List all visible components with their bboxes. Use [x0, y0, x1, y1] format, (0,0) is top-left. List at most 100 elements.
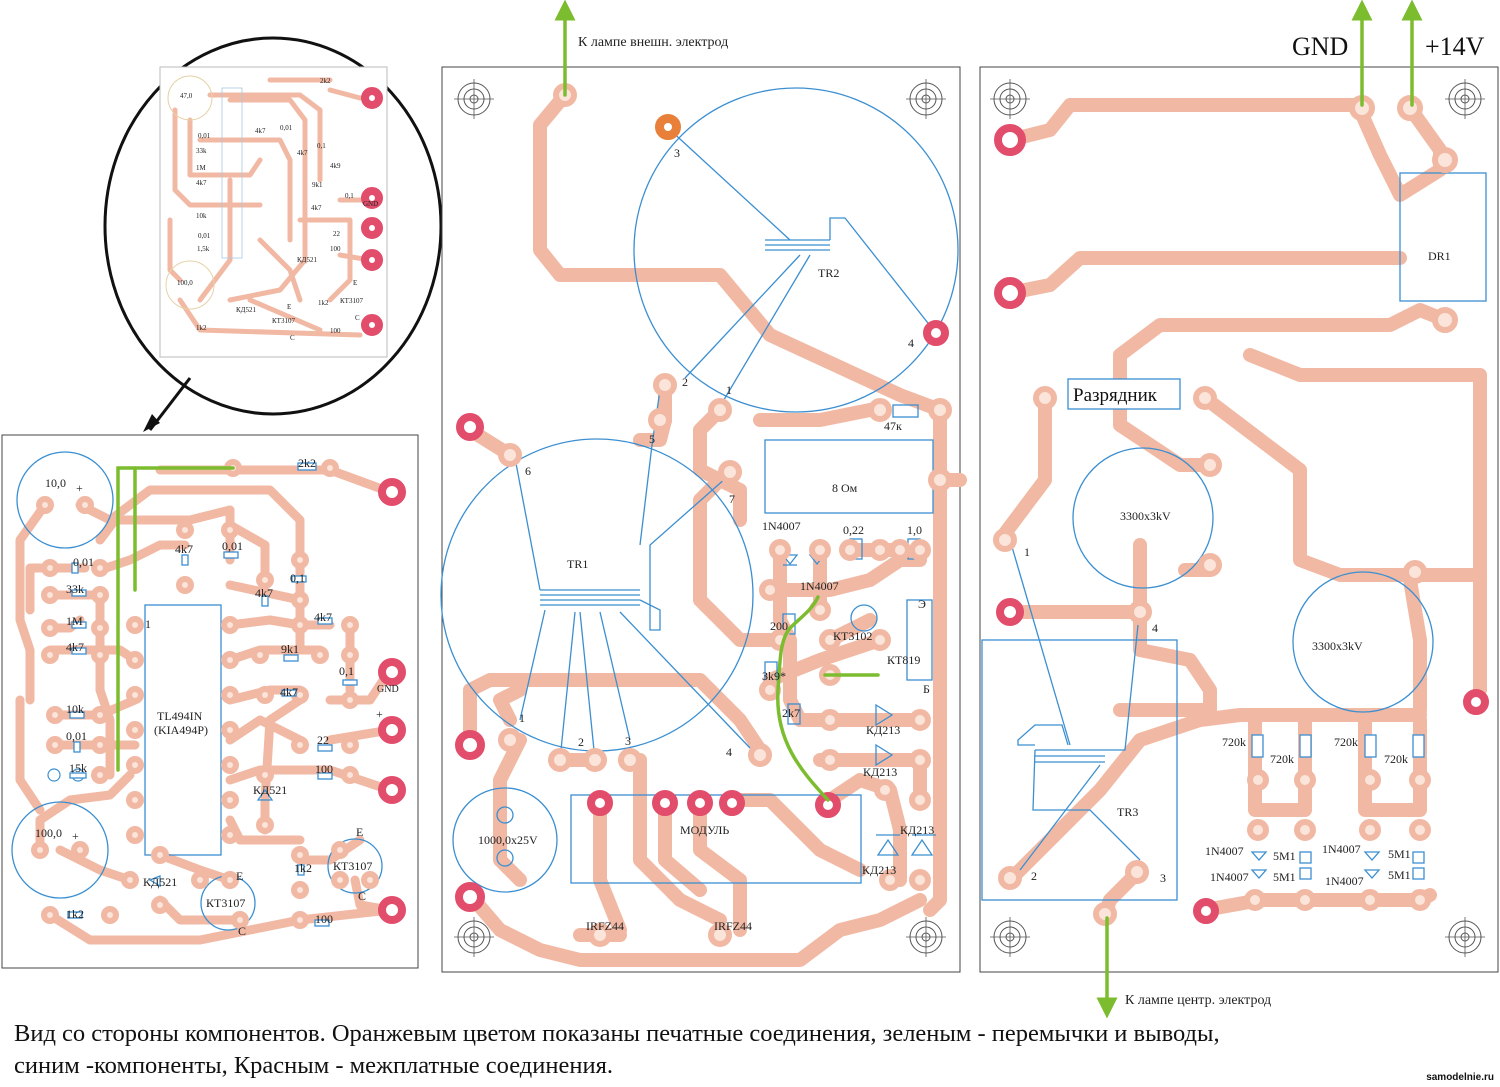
- left-label-r1m: 1M: [66, 614, 83, 628]
- middle-pin-label: 6: [525, 464, 531, 478]
- inset-label: 4k9: [330, 162, 341, 170]
- kt3107-b-c: C: [358, 889, 366, 903]
- cap-1000-label: 1000,0x25V: [478, 833, 538, 847]
- right-pads: [993, 95, 1458, 926]
- left-label-c001b: 0,01: [66, 729, 87, 743]
- left-jumper-long: [116, 466, 235, 772]
- module-outline: [570, 794, 862, 884]
- chip-pin1-label: 1: [145, 617, 151, 631]
- inset-label: 100: [330, 245, 341, 253]
- cap-3300-a: [1072, 447, 1214, 589]
- inset-label: C: [355, 314, 360, 322]
- middle-red-pads: [455, 413, 841, 912]
- chip-pins: [126, 616, 239, 844]
- cap-10-outline: [16, 451, 114, 549]
- left-label-r4k7d: 4k7: [314, 610, 332, 624]
- res-2k7: [787, 703, 801, 725]
- kt3107-a-label: КТ3107: [206, 896, 245, 910]
- inset-label: 47,0: [180, 92, 193, 100]
- figure-caption: Вид со стороны компонентов. Оранжевым цв…: [14, 1018, 1494, 1082]
- inset-label: 0,1: [317, 142, 326, 150]
- left-label-r4k7a: 4k7: [66, 640, 84, 654]
- kt3107-a-c: C: [238, 924, 246, 938]
- r2k7-label: 2k7: [782, 706, 800, 720]
- irfz44-b-label: IRFZ44: [714, 919, 752, 933]
- d1n4007-d: 1N4007: [1325, 874, 1364, 888]
- r720k-d: 720k: [1384, 752, 1408, 766]
- tr3-pin2: 2: [1031, 869, 1037, 883]
- middle-pin-label: 4: [726, 745, 732, 759]
- left-label-r10k: 10k: [66, 702, 84, 716]
- d1-label: 1N4007: [762, 519, 801, 533]
- inset-label: GND: [363, 200, 378, 208]
- kt819-b-label: Б: [923, 682, 930, 696]
- middle-board: К лампе внешн. электрод TR2 TR1 34215671…: [440, 0, 967, 973]
- inset-label: 0,01: [198, 132, 211, 140]
- left-component-markers: [67, 462, 358, 927]
- inset-label: 10k: [196, 212, 207, 220]
- cap-top-label: 10,0: [45, 476, 66, 490]
- tr2-label: TR2: [818, 266, 839, 280]
- inset-label: 100,0: [177, 279, 193, 287]
- kd213-c-label: КД213: [900, 823, 934, 837]
- kd521-a-symbol: [256, 788, 274, 801]
- r5m1-a: 5M1: [1273, 849, 1296, 863]
- middle-pin-label: 4: [908, 336, 914, 350]
- left-label-c01b: 0,1: [339, 664, 354, 678]
- middle-pin-label: 5: [649, 432, 655, 446]
- kt3107-a-e: E: [236, 869, 243, 883]
- middle-jumper-wire: [776, 595, 830, 802]
- inset-label: E: [287, 303, 291, 311]
- site-watermark: samodelnie.ru: [1426, 1072, 1494, 1083]
- right-small-components: [1251, 734, 1425, 880]
- tr2-windings: [667, 127, 936, 404]
- tr3-windings: [1009, 539, 1141, 871]
- inset-label: 1M: [196, 164, 207, 172]
- tr3-label: TR3: [1117, 805, 1138, 819]
- d1n4007-b: 1N4007: [1210, 870, 1249, 884]
- left-label-r15k: 15k: [69, 761, 87, 775]
- gnd-label: GND: [377, 684, 399, 695]
- dr1-label: DR1: [1428, 249, 1451, 263]
- left-label-r33k: 33k: [66, 582, 84, 596]
- inset-label: 1k2: [196, 324, 207, 332]
- r5m1-b: 5M1: [1273, 870, 1296, 884]
- inset-label: 22: [333, 230, 341, 238]
- kt3107-b-outline: [327, 838, 383, 894]
- inset-label: 1,5k: [197, 245, 210, 253]
- inset-label: КТ3107: [340, 297, 363, 305]
- r720k-a: 720k: [1222, 735, 1246, 749]
- right-diodes: [1250, 851, 1381, 879]
- irfz44-a-label: IRFZ44: [586, 919, 624, 933]
- kt3107-b-label: КТ3107: [333, 859, 372, 873]
- middle-pin-label: 2: [578, 735, 584, 749]
- tr2-outline: [633, 87, 959, 413]
- left-label-r4k7b: 4k7: [175, 542, 193, 556]
- left-label-r1k2b: 1k2: [66, 907, 84, 921]
- inset-label: C: [290, 334, 295, 342]
- inset-label: 1k2: [318, 299, 329, 307]
- kd213-diodes-b: [876, 838, 934, 856]
- cap-3300-b-label: 3300x3kV: [1312, 639, 1363, 653]
- left-label-d521a: КД521: [253, 783, 287, 797]
- inset-label: КТ3107: [272, 317, 295, 325]
- cap-100-outline: [11, 801, 109, 899]
- left-label-r9k1: 9k1: [281, 642, 299, 656]
- chip-label-1: TL494IN: [157, 709, 203, 723]
- kt819-outline: [906, 599, 933, 681]
- kd213-a-label: КД213: [866, 723, 900, 737]
- cap-top-plus: +: [76, 481, 83, 495]
- inset-label: 4k7: [297, 149, 308, 157]
- inset-label: 4k7: [311, 204, 322, 212]
- left-label-r100b: 100: [315, 912, 333, 926]
- razryadnik-box: [1067, 378, 1181, 410]
- middle-pin-label: 1: [519, 711, 525, 725]
- inset-label: 4k7: [196, 179, 207, 187]
- kd213-diodes-a: [875, 703, 894, 767]
- r200-label: 200: [770, 619, 788, 633]
- cap-bottom-plus: +: [72, 829, 79, 843]
